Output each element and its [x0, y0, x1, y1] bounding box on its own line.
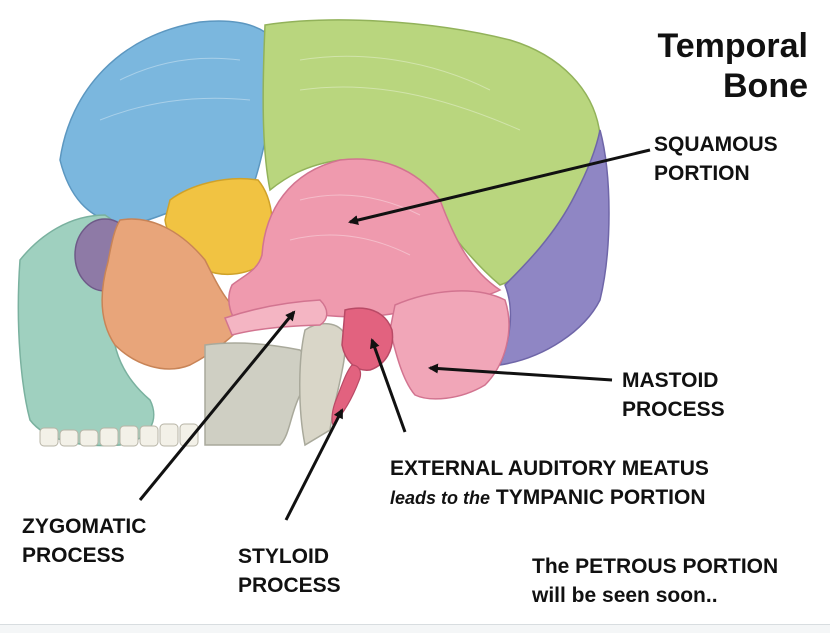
label-mastoid-process: MASTOID PROCESS: [622, 366, 725, 424]
tympanic-region: [341, 307, 394, 371]
zygomatic-bone: [101, 218, 252, 370]
squamous-arrow: [348, 148, 651, 225]
label-squamous-portion: SQUAMOUS PORTION: [654, 130, 778, 188]
zygomatic-arrow: [138, 310, 296, 501]
title-line-1: Temporal: [657, 27, 808, 65]
page-title: Temporal Bone: [657, 26, 808, 106]
mastoid-process: [389, 290, 510, 400]
note-petrous-portion: The PETROUS PORTION will be seen soon..: [532, 552, 778, 610]
label-eam-tympanic: TYMPANIC PORTION: [495, 486, 706, 509]
label-styloid-line-2: PROCESS: [238, 574, 341, 597]
mastoid-arrow: [428, 363, 613, 382]
bone-texture: [99, 55, 521, 256]
note-petrous-line-1: The PETROUS PORTION: [532, 555, 779, 578]
note-petrous-line-2: will be seen soon..: [532, 584, 718, 607]
label-zygomatic-process: ZYGOMATIC PROCESS: [22, 512, 146, 570]
eam-arrow: [369, 338, 407, 433]
styloid-arrow: [284, 408, 344, 521]
label-eam-line-1: EXTERNAL AUDITORY MEATUS: [390, 457, 709, 480]
label-styloid-process: STYLOID PROCESS: [238, 542, 341, 600]
zygomatic-process-of-temporal: [224, 299, 328, 336]
label-styloid-line-1: STYLOID: [238, 545, 330, 568]
mandibular-condyle: [299, 323, 347, 447]
label-zygomatic-line-1: ZYGOMATIC: [22, 515, 147, 538]
label-eam-line-2: leads to the TYMPANIC PORTION: [390, 483, 709, 513]
label-eam-lead: leads to the: [390, 488, 491, 508]
bottom-divider: [0, 624, 830, 633]
label-external-auditory-meatus: EXTERNAL AUDITORY MEATUS leads to the TY…: [390, 454, 709, 513]
label-mastoid-line-1: MASTOID: [622, 369, 719, 392]
title-line-2: Bone: [723, 67, 808, 105]
teeth: [39, 423, 199, 447]
label-squamous-line-2: PORTION: [654, 162, 750, 185]
label-zygomatic-line-2: PROCESS: [22, 544, 125, 567]
label-squamous-line-1: SQUAMOUS: [654, 133, 778, 156]
label-mastoid-line-2: PROCESS: [622, 398, 725, 421]
